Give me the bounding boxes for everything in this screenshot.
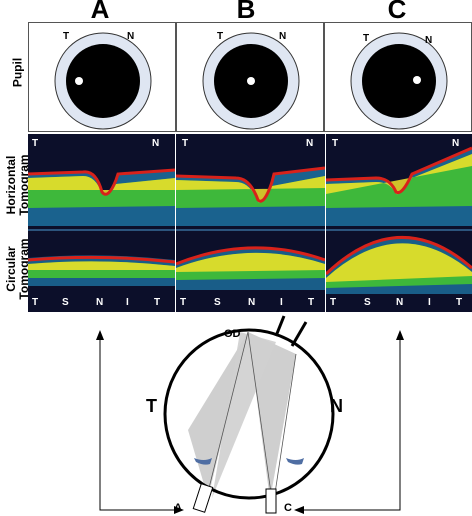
eye-label-od: OD	[224, 328, 241, 340]
eyeball-outline	[163, 328, 335, 500]
circular-s-label-b: S	[214, 297, 221, 308]
circular-n-label-b: N	[248, 297, 256, 308]
pupil-panel-b: T N	[176, 22, 324, 132]
circular-t-label-b: T	[180, 297, 187, 308]
pupil-temporal-label-b: T	[217, 31, 224, 42]
circular-i-label-b: I	[280, 297, 283, 308]
pupil-diagram-c	[350, 32, 448, 130]
eye-nasal-label: N	[330, 396, 343, 416]
pupil-temporal-label-a: T	[63, 31, 70, 42]
horizontal-t-label-b: T	[182, 138, 189, 149]
tomogram-panel-b: T N T S N I T	[176, 134, 325, 312]
circular-i-label-a: I	[126, 297, 129, 308]
column-label-b: B	[236, 0, 256, 24]
circular-n-label-c: N	[396, 297, 404, 308]
fixation-point-c	[413, 76, 421, 84]
pupil-nasal-label-c: N	[425, 35, 433, 46]
pupil-diagram-a	[54, 32, 152, 130]
pupil-panel-c: T N	[324, 22, 472, 132]
pupil-temporal-label-c: T	[363, 33, 370, 44]
tomogram-panel-c: T N T S N I T	[326, 134, 472, 312]
circular-i-label-c: I	[428, 297, 431, 308]
lens-left	[194, 458, 212, 465]
pupil-panel-a: T N	[28, 22, 176, 132]
tomogram-image-a	[28, 168, 175, 286]
probe-a	[192, 483, 214, 513]
pupil-nasal-label-b: N	[279, 31, 287, 42]
eye-schematic	[96, 315, 404, 514]
arrow-left-c	[294, 506, 304, 514]
arrow-right-a	[174, 506, 184, 514]
beam-label-c: C	[284, 502, 292, 514]
column-label-c: C	[387, 0, 407, 24]
circular-s-label-a: S	[62, 297, 69, 308]
horizontal-n-label-b: N	[306, 138, 314, 149]
eye-temporal-label: T	[146, 396, 157, 416]
circular-n-label-a: N	[96, 297, 104, 308]
tomogram-image-c	[326, 146, 472, 294]
lens-right	[286, 458, 304, 465]
tomogram-panel-a: T N T S N I T	[28, 134, 175, 312]
arrow-up-c	[396, 330, 404, 340]
circular-t-label-a: T	[32, 297, 39, 308]
circular-t2-label-c: T	[456, 297, 463, 308]
pupil-nasal-label-a: N	[127, 31, 135, 42]
arrow-up-a	[96, 330, 104, 340]
beam-label-a: A	[174, 502, 182, 514]
circular-s-label-c: S	[364, 297, 371, 308]
fixation-point-b	[247, 77, 255, 85]
probe-c	[265, 488, 277, 514]
column-label-a: A	[90, 0, 110, 24]
tomogram-image-b	[176, 166, 325, 290]
fixation-point-a	[75, 77, 83, 85]
circular-t-label-c: T	[330, 297, 337, 308]
horizontal-t-label-a: T	[32, 138, 39, 149]
horizontal-n-label-c: N	[452, 138, 460, 149]
circular-t2-label-b: T	[308, 297, 315, 308]
horizontal-n-label-a: N	[152, 138, 160, 149]
circular-t2-label-a: T	[154, 297, 161, 308]
horizontal-t-label-c: T	[332, 138, 339, 149]
row-label-pupil: Pupil	[10, 57, 25, 88]
pupil-diagram-b	[202, 32, 300, 130]
